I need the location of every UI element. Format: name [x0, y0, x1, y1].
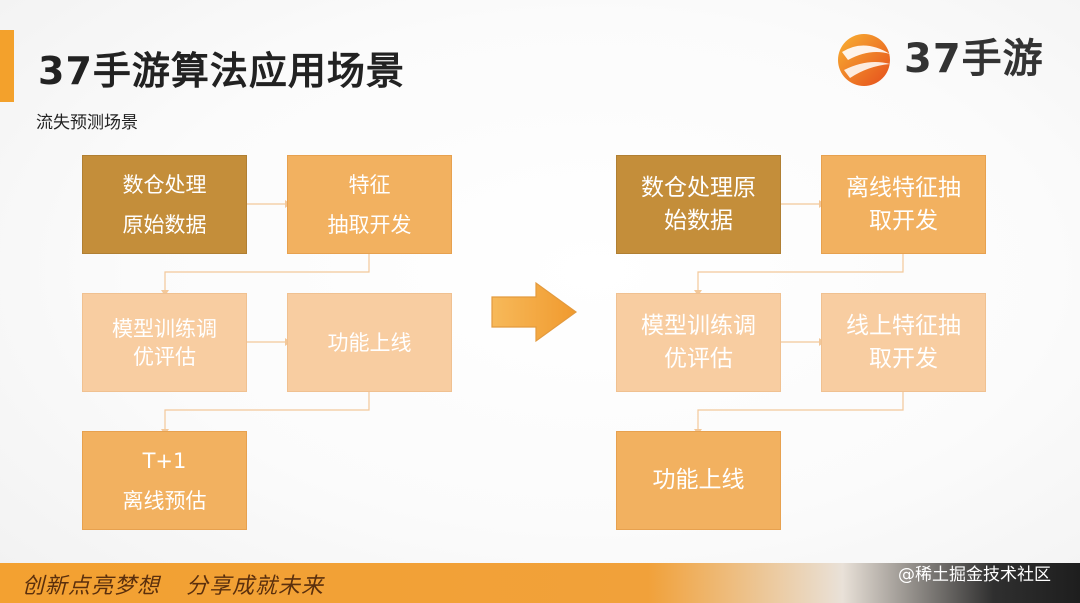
right-box-launch-line1: 功能上线 — [652, 467, 745, 493]
left-box-feature-extraction: 特征 抽取开发 — [287, 155, 452, 254]
logo-text: 37手游 — [904, 36, 1044, 82]
source-watermark: @稀土掘金技术社区 — [898, 565, 1051, 585]
right-box-model-line1: 模型训练调 — [641, 312, 756, 339]
right-box-offline-feature-line1: 离线特征抽 — [846, 174, 961, 201]
right-box-warehouse-line2: 始数据 — [664, 207, 733, 234]
right-box-online-feature-line2: 取开发 — [869, 345, 938, 372]
left-box-launch-line1: 功能上线 — [327, 330, 412, 355]
left-box-offline-line1: T+1 — [142, 448, 187, 473]
footer-slogan: 创新点亮梦想分享成就未来 — [22, 568, 324, 600]
right-box-model-training: 模型训练调 优评估 — [616, 293, 781, 392]
logo-swirl-icon — [838, 34, 890, 86]
left-box-offline-line2: 离线预估 — [122, 488, 207, 513]
left-box-launch: 功能上线 — [287, 293, 452, 392]
right-box-model-line2: 优评估 — [664, 345, 733, 372]
left-box-offline-predict: T+1 离线预估 — [82, 431, 247, 530]
company-logo: 37手游 — [834, 30, 1056, 90]
right-box-online-feature-line1: 线上特征抽 — [846, 312, 961, 339]
left-box-warehouse-line2: 原始数据 — [122, 212, 207, 237]
left-box-feature-line2: 抽取开发 — [327, 212, 412, 237]
left-box-model-training: 模型训练调 优评估 — [82, 293, 247, 392]
right-box-offline-feature: 离线特征抽 取开发 — [821, 155, 986, 254]
left-box-model-line2: 优评估 — [133, 344, 196, 369]
right-box-offline-feature-line2: 取开发 — [869, 207, 938, 234]
slogan-part-1: 创新点亮梦想 — [22, 574, 161, 599]
left-box-feature-line1: 特征 — [348, 172, 391, 197]
slide-subtitle: 流失预测场景 — [36, 113, 138, 133]
left-box-warehouse-data: 数仓处理 原始数据 — [82, 155, 247, 254]
right-box-launch: 功能上线 — [616, 431, 781, 530]
footer-band — [0, 563, 1080, 603]
transition-arrow-icon — [491, 281, 578, 343]
left-box-model-line1: 模型训练调 — [112, 316, 217, 341]
slogan-part-2: 分享成就未来 — [186, 574, 325, 599]
right-box-warehouse-line1: 数仓处理原 — [641, 174, 756, 201]
slide-title: 37手游算法应用场景 — [38, 49, 405, 93]
right-box-warehouse-data: 数仓处理原 始数据 — [616, 155, 781, 254]
left-box-warehouse-line1: 数仓处理 — [122, 172, 207, 197]
title-accent-bar — [0, 30, 14, 102]
right-box-online-feature: 线上特征抽 取开发 — [821, 293, 986, 392]
